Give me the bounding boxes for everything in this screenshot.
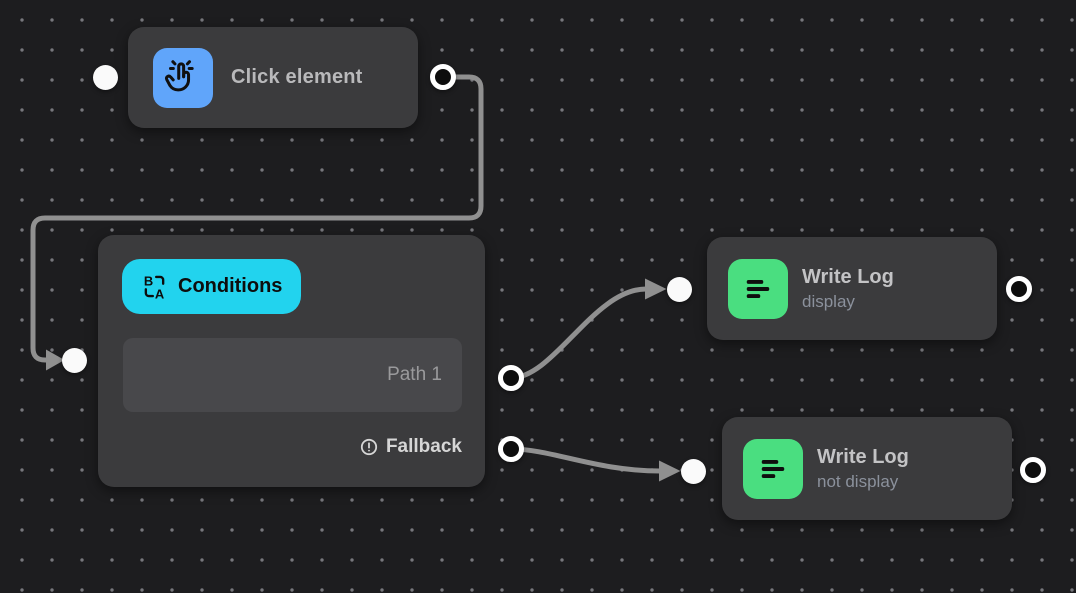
node-conditions[interactable]: B A Conditions Path 1 Fallback (98, 235, 485, 487)
ab-compare-icon: B A (141, 273, 168, 300)
port-input-write-log-display[interactable] (666, 276, 692, 302)
port-input-click-element[interactable] (92, 64, 118, 90)
svg-text:A: A (155, 286, 164, 300)
node-click-element[interactable]: Click element (128, 27, 418, 128)
node-subtitle: display (802, 291, 855, 311)
alert-circle-icon (359, 437, 379, 457)
fallback-label: Fallback (385, 436, 462, 457)
edge-click-to-conditions[interactable] (30, 74, 484, 363)
port-input-conditions[interactable] (61, 347, 87, 373)
port-output-write-log-display[interactable] (1006, 276, 1032, 302)
svg-text:B: B (144, 273, 153, 288)
align-left-icon (728, 258, 788, 319)
node-title: Write Log (817, 445, 909, 468)
port-input-write-log-not-display[interactable] (680, 458, 706, 484)
conditions-badge-label: Conditions (178, 275, 283, 297)
condition-path-slot[interactable]: Path 1 (123, 338, 462, 412)
port-output-path-1[interactable] (498, 365, 524, 391)
node-write-log-display[interactable]: Write Log display (707, 237, 997, 340)
port-output-write-log-not-display[interactable] (1020, 457, 1046, 483)
condition-path-label: Path 1 (387, 364, 442, 385)
edge-click-to-conditions-arrowhead (46, 349, 65, 371)
fallback-row: Fallback (359, 435, 462, 459)
edge-fallback-arrowhead (659, 460, 681, 482)
node-subtitle: not display (817, 471, 899, 491)
node-title: Click element (231, 66, 363, 88)
hand-click-icon (153, 47, 213, 108)
node-write-log-not-display[interactable]: Write Log not display (722, 417, 1012, 520)
port-output-click-element[interactable] (430, 64, 456, 90)
align-left-icon (743, 438, 803, 499)
edge-path1-to-writelog-display[interactable] (510, 286, 647, 381)
edge-fallback-to-writelog-not-display[interactable] (510, 446, 661, 474)
conditions-badge[interactable]: B A Conditions (122, 259, 302, 314)
node-title: Write Log (802, 265, 894, 288)
port-output-fallback[interactable] (498, 436, 524, 462)
edge-path1-arrowhead (645, 278, 667, 300)
